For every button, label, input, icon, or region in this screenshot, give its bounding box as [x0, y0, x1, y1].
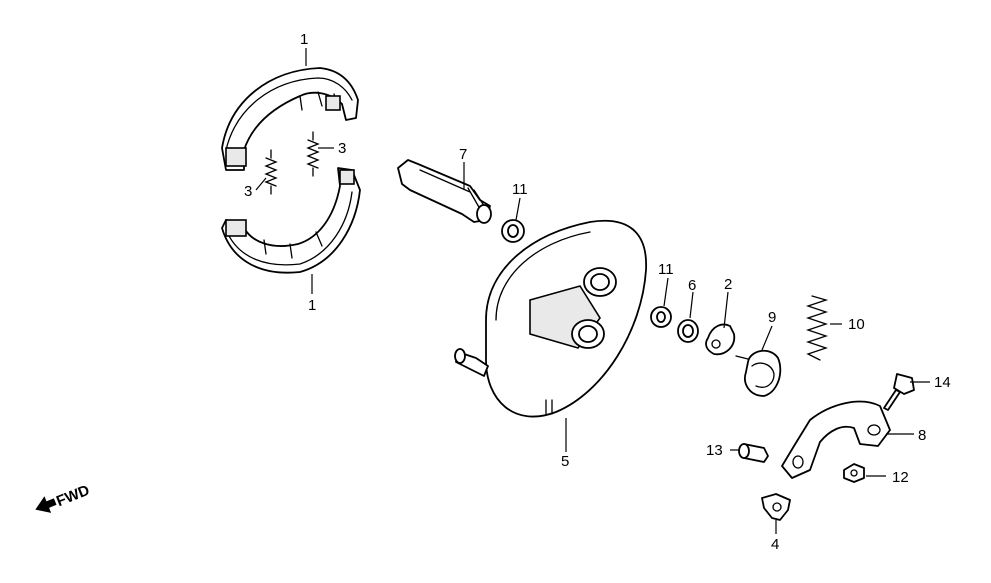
return-spring [735, 349, 782, 397]
callout-10: 10 [848, 316, 865, 333]
callout-11-mid: 11 [658, 261, 674, 278]
callout-4: 4 [771, 536, 779, 553]
callout-11-top: 11 [512, 181, 528, 198]
wear-indicator-plate [705, 323, 736, 356]
bolt [883, 373, 915, 411]
callout-1-bottom: 1 [308, 297, 316, 314]
callout-3-left: 3 [244, 183, 252, 200]
brake-panel [485, 220, 647, 418]
callout-3-right: 3 [338, 140, 346, 157]
callout-13: 13 [706, 442, 723, 459]
wing-nut [761, 493, 791, 521]
callout-8: 8 [918, 427, 926, 444]
spring-left [264, 149, 278, 195]
callout-12: 12 [892, 469, 909, 486]
joint-pin [738, 443, 769, 463]
fwd-label: FWD [54, 482, 92, 511]
hex-nut [843, 463, 865, 483]
callout-7: 7 [459, 146, 467, 163]
arrow-left-icon [35, 496, 57, 513]
coil-spring-long [805, 295, 829, 361]
callout-1-top: 1 [300, 31, 308, 48]
brake-cam-shaft [397, 159, 492, 224]
brake-arm [781, 400, 891, 479]
brake-shoe-upper [221, 67, 359, 171]
brake-shoe-lower [221, 167, 361, 274]
spring-right [306, 131, 320, 177]
leader-lines [255, 48, 930, 534]
washer-6 [677, 319, 699, 343]
callout-14: 14 [934, 374, 951, 391]
callout-6: 6 [688, 277, 696, 294]
callout-5: 5 [561, 453, 569, 470]
callout-9: 9 [768, 309, 776, 326]
callout-2: 2 [724, 276, 732, 293]
seal-washer-mid [650, 306, 672, 328]
seal-washer-upper [501, 219, 525, 243]
panel-anchor-pin [454, 348, 489, 377]
forward-direction-marker: FWD [35, 482, 92, 513]
